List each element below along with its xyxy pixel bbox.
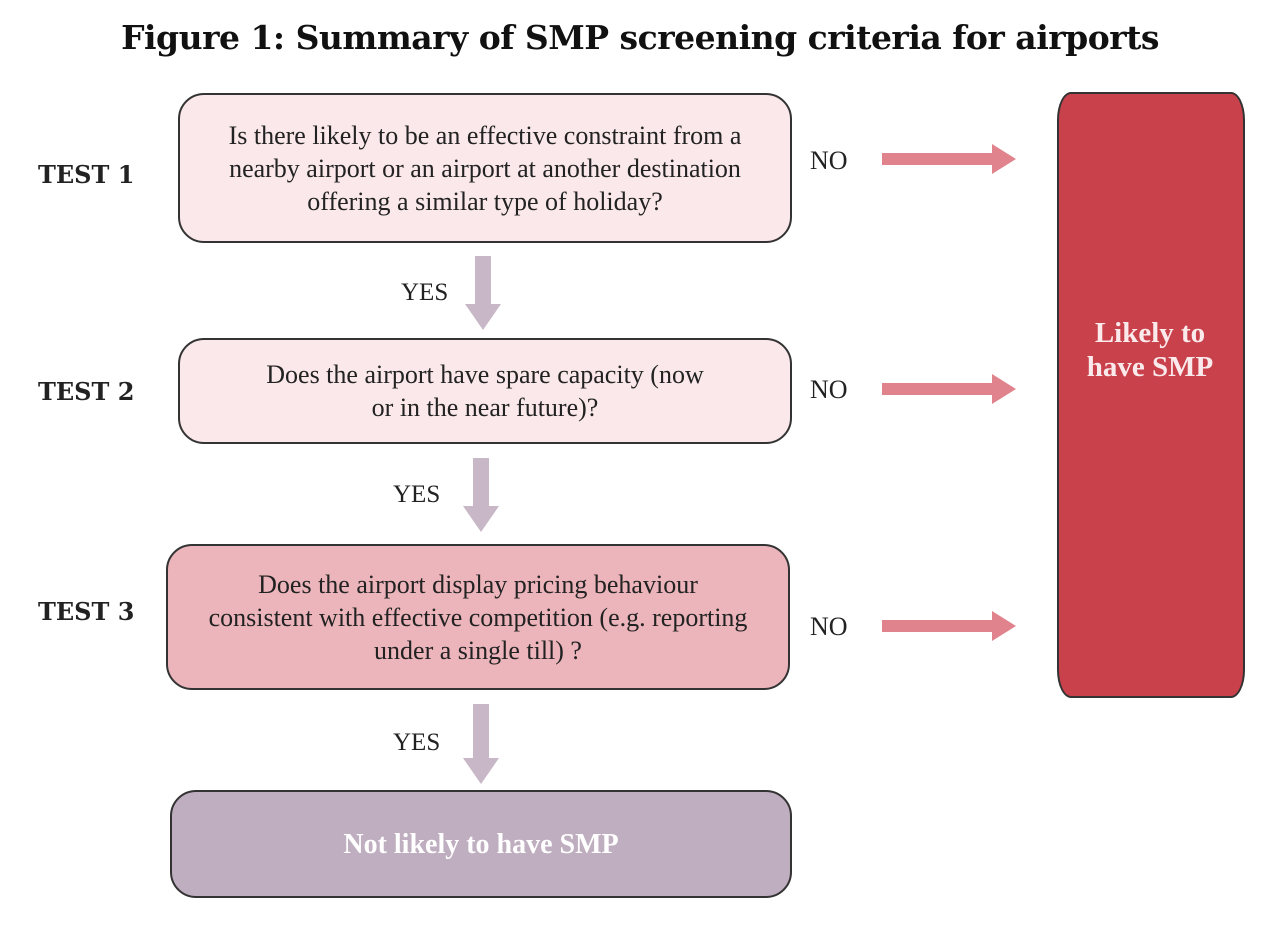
test-1-question: Is there likely to be an effective const… bbox=[228, 120, 742, 216]
test-3-yes-label: YES bbox=[393, 729, 441, 756]
outcome-not-likely-text: Not likely to have SMP bbox=[343, 828, 619, 860]
yes-arrow-1 bbox=[465, 256, 501, 330]
outcome-not-likely-box: Not likely to have SMP bbox=[170, 790, 792, 898]
no-arrow-1 bbox=[882, 144, 1016, 174]
test-3-no-label: NO bbox=[810, 612, 848, 641]
test-3-question: Does the airport display pricing behavio… bbox=[208, 569, 748, 665]
outcome-likely-smp-text: Likely to have SMP bbox=[1086, 317, 1214, 383]
test-1-question-box: Is there likely to be an effective const… bbox=[178, 93, 792, 243]
yes-arrow-3 bbox=[463, 704, 499, 784]
figure-title: Figure 1: Summary of SMP screening crite… bbox=[121, 18, 1159, 57]
test-3-label: TEST 3 bbox=[38, 597, 135, 626]
test-2-label: TEST 2 bbox=[38, 377, 135, 406]
yes-arrow-2 bbox=[463, 458, 499, 532]
test-2-question-box: Does the airport have spare capacity (no… bbox=[178, 338, 792, 444]
test-1-label: TEST 1 bbox=[38, 160, 135, 189]
test-2-no-label: NO bbox=[810, 375, 848, 404]
no-arrow-3 bbox=[882, 611, 1016, 641]
test-1-no-label: NO bbox=[810, 146, 848, 175]
test-2-question: Does the airport have spare capacity (no… bbox=[266, 360, 704, 422]
test-3-question-box: Does the airport display pricing behavio… bbox=[166, 544, 790, 690]
outcome-likely-smp-box bbox=[1057, 92, 1245, 698]
test-2-yes-label: YES bbox=[393, 481, 441, 508]
test-1-yes-label: YES bbox=[401, 279, 449, 306]
no-arrow-2 bbox=[882, 374, 1016, 404]
